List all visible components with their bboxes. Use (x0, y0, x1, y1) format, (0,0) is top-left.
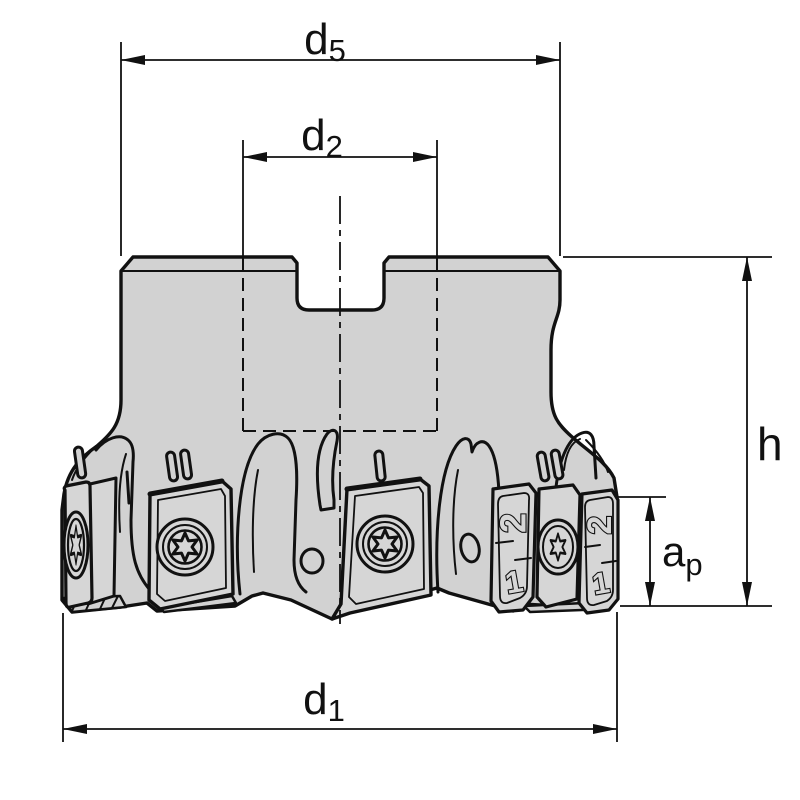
pocket-1-inner (118, 453, 127, 533)
pocket-4-inner (563, 438, 581, 471)
wedge-separator-lower (514, 557, 532, 561)
d2-arrow-right (413, 152, 437, 162)
h-arrow-bottom (742, 582, 752, 606)
front-insert-left (147, 478, 235, 611)
insert-a-inner-border (156, 488, 227, 602)
pocket-2-blade (315, 428, 339, 512)
dimension-h: h (563, 256, 783, 607)
pocket-2-screw-hole (299, 547, 325, 575)
insert-b-cutting-lip (344, 476, 423, 492)
d5-label: d5 (304, 15, 346, 68)
edge-insert-body (577, 488, 620, 615)
wedge-separator-upper (495, 540, 514, 544)
dimension-ap: ap (618, 496, 703, 606)
wedge-number-2: 2 (493, 513, 534, 533)
d5-arrow-left (121, 55, 145, 65)
d1-arrow-right (593, 724, 617, 734)
insert-a-torx-screw-icon (155, 517, 215, 577)
edge-separator-upper (584, 544, 601, 548)
wedge-body (489, 482, 538, 614)
pocket-3-inner (452, 469, 459, 575)
front-insert-middle (330, 476, 433, 621)
slot-single-left (72, 445, 88, 480)
dimension-d1: d1 (62, 612, 618, 742)
slot-double-left-2 (179, 448, 194, 481)
ap-arrow-bottom (645, 582, 655, 606)
edge-insert-number-2: 2 (581, 516, 619, 535)
slot-double-right-1 (535, 450, 551, 483)
pocket-3 (435, 437, 501, 594)
angled-torx-insert (535, 483, 582, 609)
left-insert-torx-screw-icon (62, 510, 90, 580)
h-label: h (757, 418, 783, 470)
insert-b-inner-border (348, 486, 425, 605)
pocket-3-screw-hole (459, 532, 481, 564)
d2-label: d2 (301, 111, 343, 164)
pocket-1 (94, 435, 152, 592)
d1-arrow-left (63, 724, 87, 734)
pocket-1-slit (125, 470, 131, 505)
angled-torx-screw-icon (536, 518, 580, 576)
h-arrow-top (742, 257, 752, 281)
dimension-d5: d5 (120, 15, 561, 256)
insert-b-torx-screw-icon (355, 514, 415, 574)
ap-arrow-top (645, 497, 655, 521)
pocket-2-inner (251, 469, 259, 573)
dimension-d2: d2 (242, 111, 438, 258)
edge-separator-lower (601, 560, 617, 564)
right-shoulder-crease (585, 439, 609, 473)
edge-insert-inner-border (584, 496, 614, 607)
d2-arrow-left (243, 152, 267, 162)
wrench-slots (72, 445, 565, 483)
right-edge-insert: 2 1 (577, 488, 620, 615)
wedge-inner-border (497, 492, 531, 605)
slot-double-left-1 (165, 450, 180, 483)
insert-a-cutting-lip (147, 478, 225, 497)
d1-label: d1 (303, 675, 345, 728)
ap-label: ap (662, 528, 703, 582)
d5-arrow-right (536, 55, 560, 65)
pocket-2 (235, 432, 308, 596)
left-edge-insert (62, 476, 118, 609)
slot-single-middle (373, 449, 387, 483)
slot-double-right-2 (549, 448, 565, 481)
numbered-wedge-insert: 2 1 (489, 482, 538, 614)
chip-pockets (94, 428, 598, 596)
construction-lines (242, 196, 438, 624)
